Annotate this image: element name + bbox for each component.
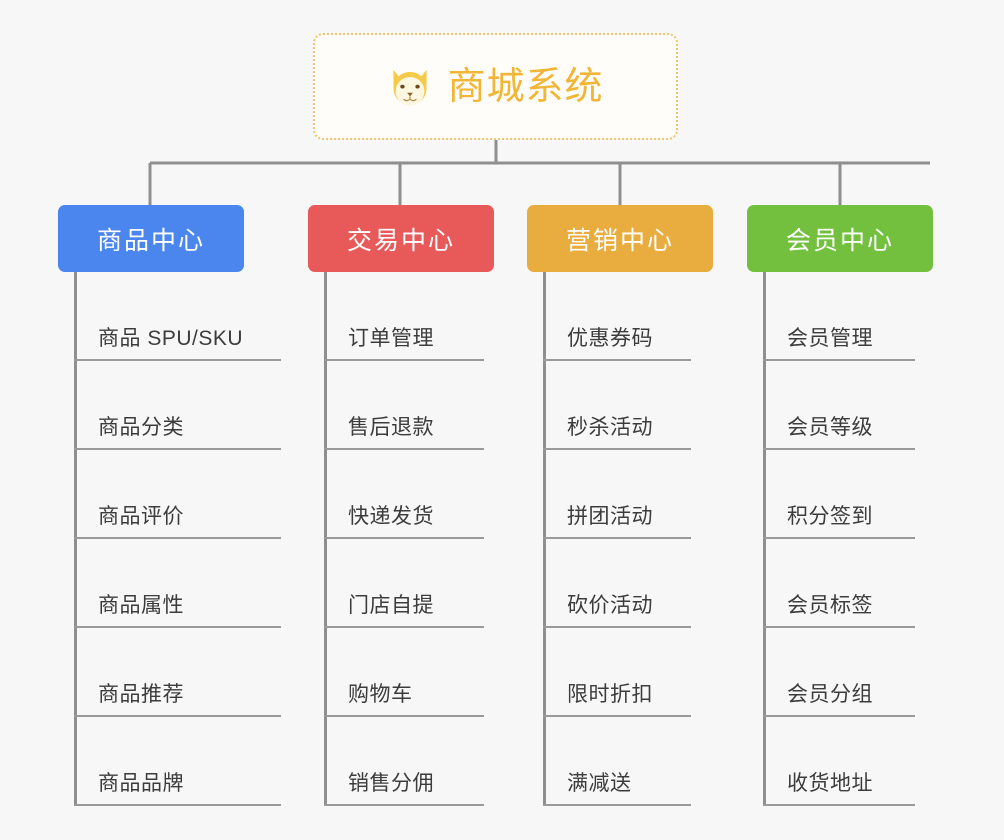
item-label: 积分签到 <box>787 505 873 528</box>
item-label: 会员管理 <box>787 327 873 350</box>
item-underline <box>763 448 915 450</box>
item-label: 售后退款 <box>348 416 434 439</box>
item-label: 商品 SPU/SKU <box>98 327 244 350</box>
item-underline <box>763 804 915 806</box>
item-underline <box>543 626 691 628</box>
item-underline <box>324 359 484 361</box>
item-underline <box>74 626 281 628</box>
item-underline <box>324 537 484 539</box>
item-underline <box>74 804 281 806</box>
item-underline <box>74 715 281 717</box>
item-underline <box>74 537 281 539</box>
column-items-marketing-center: 优惠券码秒杀活动拼团活动砍价活动限时折扣满减送 <box>527 272 713 806</box>
column-spine-trade-center <box>324 272 327 806</box>
list-item[interactable]: 砍价活动 <box>527 539 713 628</box>
item-label: 门店自提 <box>348 594 434 617</box>
item-label: 砍价活动 <box>567 594 653 617</box>
item-label: 商品推荐 <box>98 683 184 706</box>
item-underline <box>74 359 281 361</box>
list-item[interactable]: 秒杀活动 <box>527 361 713 450</box>
item-label: 商品评价 <box>98 505 184 528</box>
item-label: 商品品牌 <box>98 772 184 795</box>
list-item[interactable]: 门店自提 <box>308 539 494 628</box>
column-member-center: 会员中心会员管理会员等级积分签到会员标签会员分组收货地址 <box>747 205 933 806</box>
item-label: 满减送 <box>567 772 632 795</box>
list-item[interactable]: 会员分组 <box>747 628 933 717</box>
item-underline <box>324 626 484 628</box>
column-marketing-center: 营销中心优惠券码秒杀活动拼团活动砍价活动限时折扣满减送 <box>527 205 713 806</box>
item-label: 快递发货 <box>348 505 434 528</box>
list-item[interactable]: 商品推荐 <box>58 628 281 717</box>
item-label: 秒杀活动 <box>567 416 653 439</box>
column-header-marketing-center[interactable]: 营销中心 <box>527 205 713 272</box>
item-underline <box>543 448 691 450</box>
item-label: 销售分佣 <box>348 772 434 795</box>
list-item[interactable]: 销售分佣 <box>308 717 494 806</box>
column-spine-marketing-center <box>543 272 546 806</box>
column-header-member-center[interactable]: 会员中心 <box>747 205 933 272</box>
list-item[interactable]: 售后退款 <box>308 361 494 450</box>
item-underline <box>763 715 915 717</box>
item-label: 会员等级 <box>787 416 873 439</box>
item-label: 优惠券码 <box>567 327 653 350</box>
column-header-trade-center[interactable]: 交易中心 <box>308 205 494 272</box>
item-label: 会员标签 <box>787 594 873 617</box>
item-label: 订单管理 <box>348 327 434 350</box>
list-item[interactable]: 限时折扣 <box>527 628 713 717</box>
column-trade-center: 交易中心订单管理售后退款快递发货门店自提购物车销售分佣 <box>308 205 494 806</box>
column-header-product-center[interactable]: 商品中心 <box>58 205 244 272</box>
root-title: 商城系统 <box>447 65 604 108</box>
dog-face-icon <box>393 69 428 106</box>
item-label: 拼团活动 <box>567 505 653 528</box>
column-product-center: 商品中心商品 SPU/SKU 商品分类商品评价商品属性商品推荐商品品牌 <box>58 205 281 806</box>
item-label: 购物车 <box>348 683 413 706</box>
column-spine-member-center <box>763 272 766 806</box>
item-label: 商品分类 <box>98 416 184 439</box>
list-item[interactable]: 商品属性 <box>58 539 281 628</box>
list-item[interactable]: 会员等级 <box>747 361 933 450</box>
item-underline <box>324 448 484 450</box>
column-items-product-center: 商品 SPU/SKU 商品分类商品评价商品属性商品推荐商品品牌 <box>58 272 281 806</box>
list-item[interactable]: 满减送 <box>527 717 713 806</box>
item-label: 收货地址 <box>787 772 873 795</box>
list-item[interactable]: 收货地址 <box>747 717 933 806</box>
item-label: 商品属性 <box>98 594 184 617</box>
list-item[interactable]: 购物车 <box>308 628 494 717</box>
item-underline <box>763 359 915 361</box>
list-item[interactable]: 会员管理 <box>747 272 933 361</box>
list-item[interactable]: 订单管理 <box>308 272 494 361</box>
item-underline <box>543 537 691 539</box>
list-item[interactable]: 积分签到 <box>747 450 933 539</box>
list-item[interactable]: 会员标签 <box>747 539 933 628</box>
list-item[interactable]: 商品分类 <box>58 361 281 450</box>
column-items-member-center: 会员管理会员等级积分签到会员标签会员分组收货地址 <box>747 272 933 806</box>
column-items-trade-center: 订单管理售后退款快递发货门店自提购物车销售分佣 <box>308 272 494 806</box>
item-underline <box>74 448 281 450</box>
item-label: 限时折扣 <box>567 683 653 706</box>
item-underline <box>763 626 915 628</box>
list-item[interactable]: 商品评价 <box>58 450 281 539</box>
item-underline <box>324 804 484 806</box>
list-item[interactable]: 快递发货 <box>308 450 494 539</box>
item-underline <box>763 537 915 539</box>
list-item[interactable]: 商品 SPU/SKU <box>58 272 281 361</box>
column-spine-product-center <box>74 272 77 806</box>
item-label: 会员分组 <box>787 683 873 706</box>
item-underline <box>324 715 484 717</box>
item-underline <box>543 359 691 361</box>
item-underline <box>543 715 691 717</box>
list-item[interactable]: 拼团活动 <box>527 450 713 539</box>
list-item[interactable]: 商品品牌 <box>58 717 281 806</box>
list-item[interactable]: 优惠券码 <box>527 272 713 361</box>
root-node[interactable]: 商城系统 <box>313 33 678 140</box>
item-underline <box>543 804 691 806</box>
